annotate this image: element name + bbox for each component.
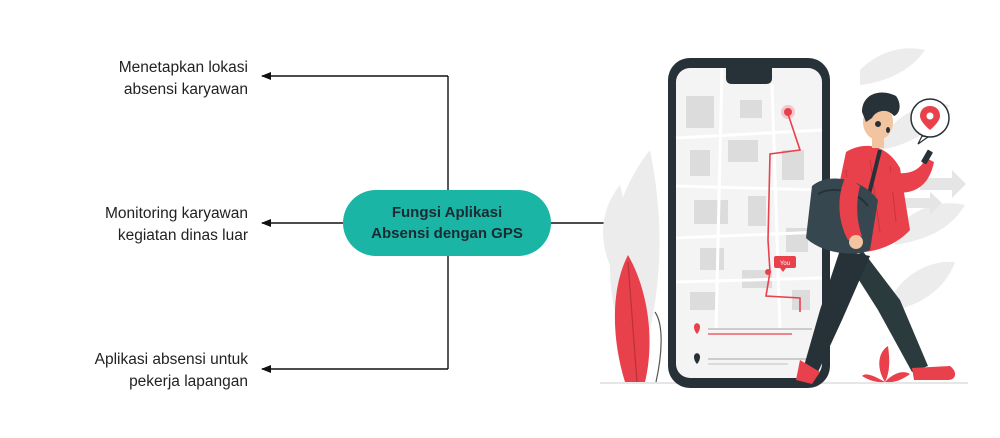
location-bubble: You	[774, 256, 796, 272]
central-node-line2: Absensi dengan GPS	[371, 225, 523, 242]
branch-label-line: Menetapkan lokasi	[118, 59, 248, 76]
route-path	[765, 113, 802, 312]
map-pin-icon	[781, 105, 795, 119]
location-pin-icon	[910, 98, 950, 145]
branch-label-line: kegiatan dinas luar	[117, 227, 248, 244]
branch-label-line: absensi karyawan	[123, 81, 248, 98]
branch-label-line: pekerja lapangan	[129, 373, 248, 390]
phone: You	[668, 58, 830, 388]
branch-label-top: Menetapkan lokasi absensi karyawan	[119, 57, 248, 101]
branch-label-middle: Monitoring karyawan kegiatan dinas luar	[105, 203, 248, 247]
route-info	[694, 323, 812, 365]
walking-person	[796, 92, 956, 384]
red-plant	[614, 255, 662, 383]
branch-label-bottom: Aplikasi absensi untuk pekerja lapangan	[95, 349, 248, 393]
small-red-plant	[862, 346, 910, 383]
motion-arrows-icon	[900, 170, 966, 214]
central-node-line1: Fungsi Aplikasi	[391, 204, 503, 221]
branch-label-line: Monitoring karyawan	[104, 205, 248, 222]
map	[686, 96, 810, 310]
bubble-text: You	[780, 261, 790, 267]
illustration-gps-attendance: You	[600, 48, 968, 388]
central-node: Fungsi Aplikasi Absensi dengan GPS	[343, 190, 551, 256]
branch-label-line: Aplikasi absensi untuk	[94, 351, 248, 368]
